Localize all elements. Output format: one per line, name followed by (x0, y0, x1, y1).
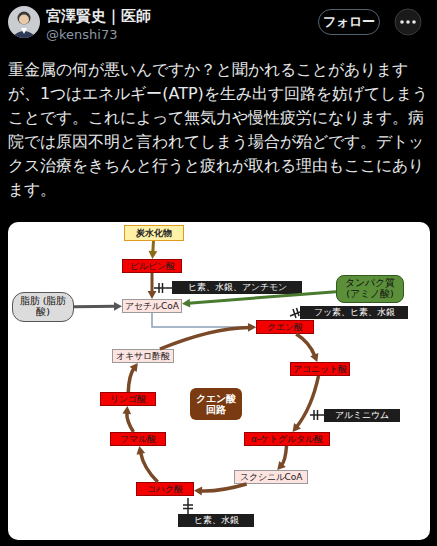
node-text: ピルビン酸 (130, 261, 175, 271)
connector-arrow (160, 323, 256, 349)
node-text: α-ケトグルタル酸 (251, 434, 323, 444)
connector-arrow (194, 484, 247, 495)
node-text: ヒ素、水銀 (194, 516, 239, 526)
arrow-head (293, 423, 301, 432)
node-text: 脂肪 (脂肪酸) (15, 296, 71, 318)
metabolite-box: コハク酸 (136, 482, 194, 496)
connector-line (200, 484, 246, 491)
inhibitor-marks (8, 222, 430, 540)
follow-button: フォロー (318, 9, 380, 35)
connector-line (188, 292, 336, 304)
metabolite-box: オキサロ酢酸 (112, 349, 174, 363)
connector-arrow (152, 313, 256, 330)
node-text: オキサロ酢酸 (116, 351, 170, 361)
node-text: フマル酸 (120, 434, 156, 444)
arrow-head (182, 299, 190, 308)
node-text: クエン酸 (267, 322, 303, 332)
avatar-icon (8, 6, 40, 38)
inhibitor-label: フッ素、ヒ素、水銀 (300, 306, 408, 319)
arrow-head (148, 291, 157, 299)
metabolite-box: アコニット酸 (290, 362, 350, 376)
node-text: アルミニウム (335, 411, 389, 421)
arrow-head (137, 446, 146, 455)
connector-line (281, 446, 286, 465)
node-text: 炭水化物 (136, 228, 172, 238)
arrow-head (194, 487, 202, 496)
metabolite-box: スクシニルCoA (234, 470, 308, 484)
arrow-head (248, 323, 256, 332)
menu-icon (391, 7, 425, 37)
diagram-panel: 炭水化物ピルビン酸ヒ素、水銀、アンチモン タンパク質 (アミノ酸) 脂肪 (脂肪酸)… (8, 222, 430, 540)
node-text: アセチルCoA (125, 301, 179, 311)
tweet-text: 重金属の何が悪いんですか？と聞かれることがありますが、1つはエネルギー(ATP)… (8, 58, 432, 202)
cycle-title-box: クエン酸 回路 (190, 388, 242, 420)
node-text: アコニット酸 (293, 364, 347, 374)
arrow-head (277, 461, 286, 470)
connector-line (127, 412, 134, 432)
connector-line (128, 368, 134, 392)
connector-layer (8, 222, 430, 540)
source-box: 炭水化物 (124, 225, 184, 241)
inhibitor-label: ヒ素、水銀、アンチモン (172, 281, 302, 294)
connector-line (74, 305, 116, 308)
connector-line (151, 273, 154, 293)
connector-arrow (296, 334, 318, 362)
connector-arrow (182, 292, 336, 308)
node-text: スクシニルCoA (240, 472, 303, 482)
connector-arrow (277, 446, 286, 470)
author-handle: @kenshi73 (46, 27, 246, 42)
connector-line (151, 241, 155, 253)
connector-arrow (293, 376, 319, 432)
connector-line (152, 313, 251, 327)
arrow-head (250, 324, 256, 331)
connector-line (297, 376, 319, 427)
arrow-head (130, 363, 138, 372)
inhibitor-label: アルミニウム (324, 409, 400, 422)
author-name: 宮澤賢史｜医師 (46, 7, 306, 26)
metabolite-box: アセチルCoA (122, 299, 182, 313)
metabolite-box: リンゴ酸 (100, 392, 156, 406)
node-text: ヒ素、水銀、アンチモン (188, 283, 287, 293)
connector-arrow (74, 302, 122, 311)
arrow-head (310, 353, 318, 362)
connector-line (141, 452, 158, 482)
node-text: コハク酸 (147, 484, 183, 494)
connector-arrow (137, 446, 158, 482)
arrow-head (114, 302, 122, 311)
source-box: タンパク質 (アミノ酸) (336, 275, 404, 303)
metabolite-box: ピルビン酸 (122, 259, 182, 273)
connector-arrow (149, 241, 158, 259)
inhibitor-label: ヒ素、水銀 (178, 514, 254, 527)
node-text: タンパク質 (アミノ酸) (339, 278, 401, 300)
metabolite-box: α-ケトグルタル酸 (244, 432, 330, 446)
arrow-head (122, 406, 131, 414)
metabolite-box: フマル酸 (110, 432, 166, 446)
node-text: リンゴ酸 (110, 394, 146, 404)
arrow-head (149, 251, 158, 259)
metabolite-box: クエン酸 (256, 320, 314, 334)
node-text: フォロー (323, 15, 375, 30)
connector-arrow (148, 273, 157, 299)
connector-arrow (128, 363, 138, 392)
connector-arrow (122, 406, 133, 432)
node-text: クエン酸 回路 (192, 393, 240, 416)
source-box: 脂肪 (脂肪酸) (12, 292, 74, 322)
node-text: フッ素、ヒ素、水銀 (314, 308, 395, 318)
connector-line (296, 334, 315, 356)
connector-line (160, 327, 250, 349)
